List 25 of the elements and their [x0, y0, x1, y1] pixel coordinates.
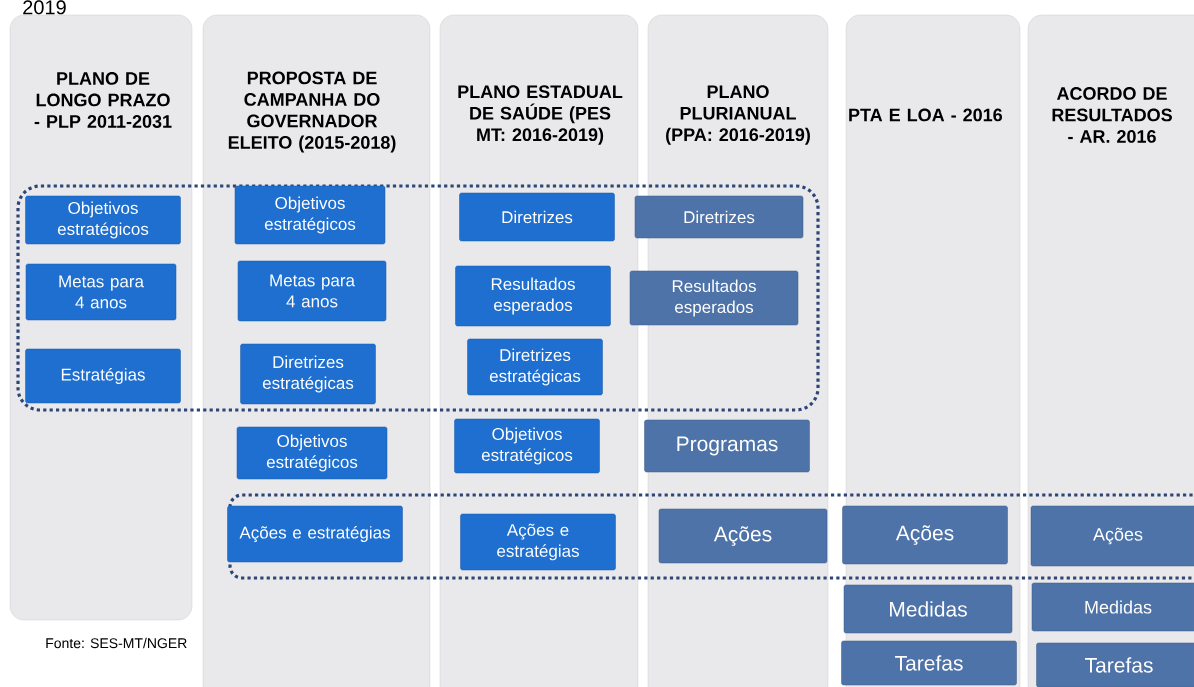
item-box: Diretrizes	[634, 195, 804, 239]
item-box: Medidas	[1031, 582, 1194, 632]
item-box: Ações	[658, 508, 828, 564]
item-box: Ações	[1030, 505, 1194, 567]
item-box: Objetivos estratégicos	[25, 195, 181, 245]
item-box: Metas para 4 anos	[237, 260, 387, 322]
item-box: Estratégias	[25, 348, 181, 404]
item-box: Diretrizes estratégicas	[240, 343, 376, 405]
item-box: Objetivos estratégicos	[454, 418, 600, 474]
item-box: Resultados esperados	[455, 265, 611, 327]
item-box: Tarefas	[841, 640, 1017, 686]
item-box: Programas	[644, 419, 810, 473]
source-note: Fonte: SES-MT/NGER	[46, 637, 187, 649]
item-box: Tarefas	[1036, 642, 1194, 687]
item-box: Resultados esperados	[629, 270, 799, 326]
item-box: Diretrizes	[459, 192, 615, 242]
item-box: Ações	[842, 505, 1008, 565]
item-box: Objetivos estratégicos	[236, 426, 388, 480]
item-box: Ações e estratégias	[460, 513, 616, 571]
item-box: Metas para 4 anos	[25, 263, 177, 321]
item-box: Ações e estratégias	[227, 505, 403, 563]
item-box: Objetivos estratégicos	[234, 185, 386, 245]
page-number: 2019	[23, 0, 66, 15]
item-box: Medidas	[843, 584, 1013, 634]
item-box: Diretrizes estratégicas	[467, 338, 603, 396]
